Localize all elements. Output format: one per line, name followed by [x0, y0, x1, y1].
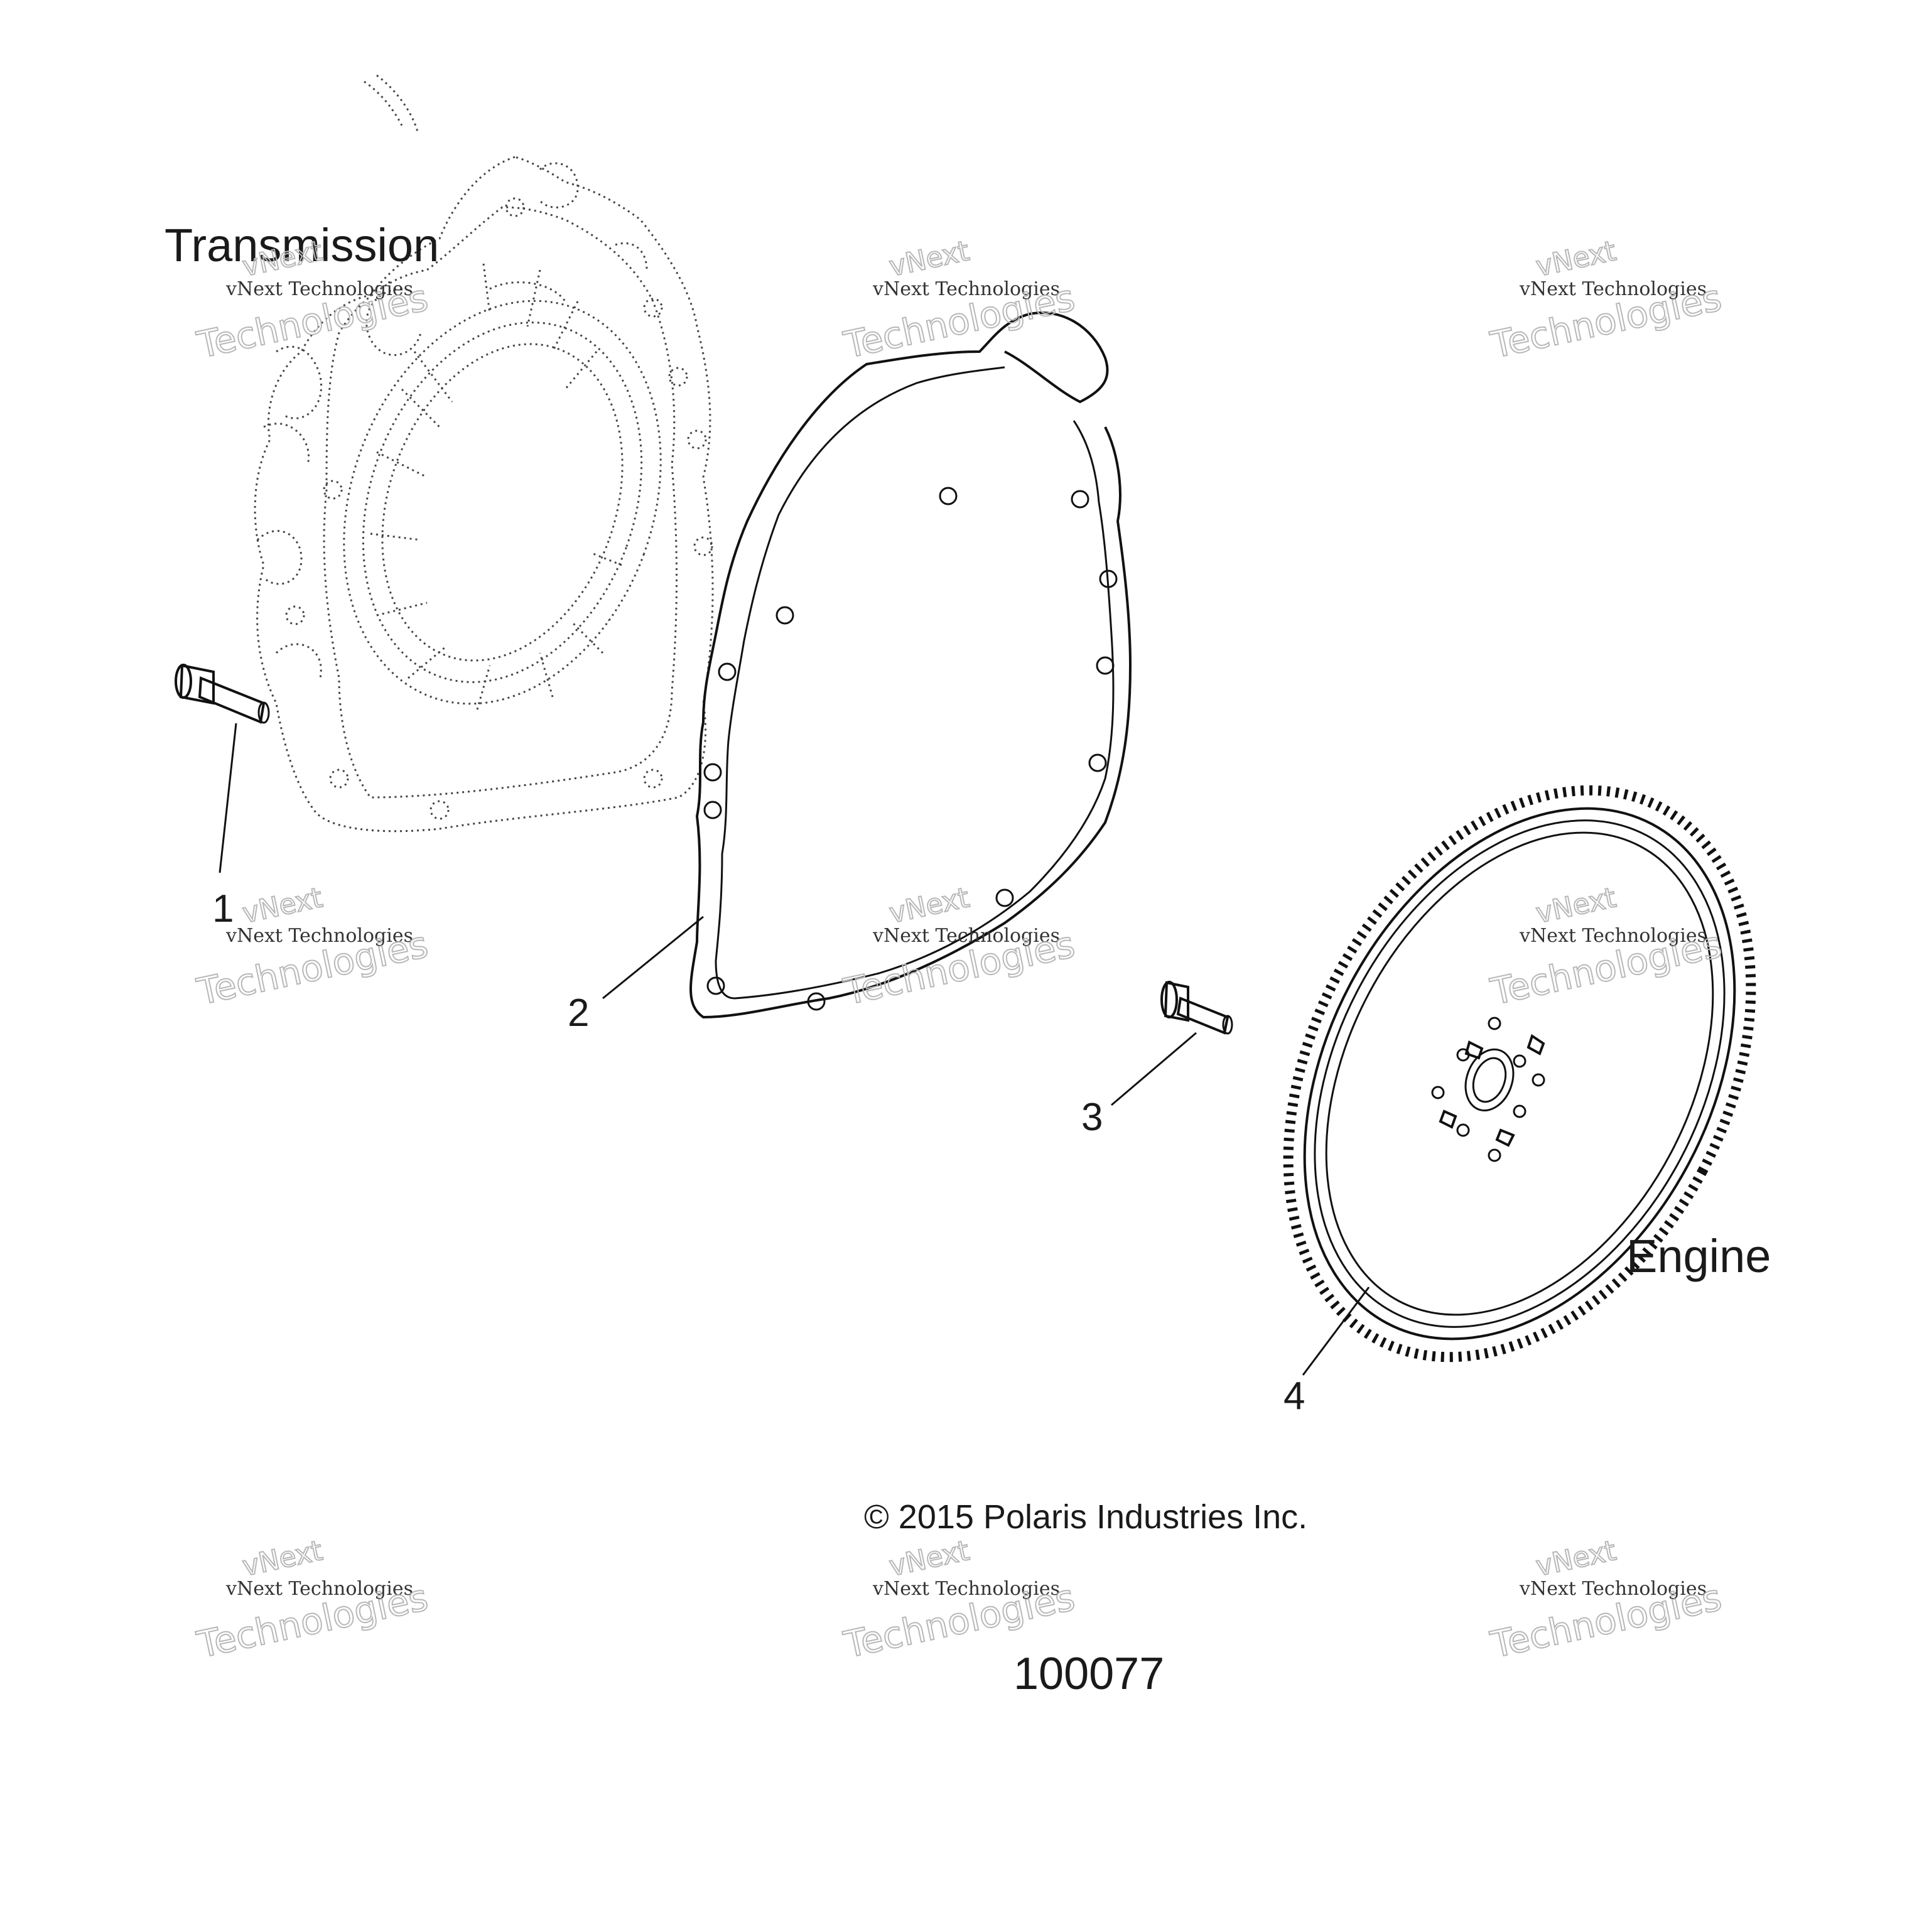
svg-text:vNext Technologies: vNext Technologies	[872, 1578, 1060, 1600]
leader-lines	[219, 723, 1370, 1376]
svg-text:vNext: vNext	[887, 235, 972, 283]
callout-3: 3	[1081, 1096, 1103, 1139]
svg-text:vNext Technologies: vNext Technologies	[1519, 278, 1707, 300]
transmission-label: Transmission	[165, 219, 439, 271]
bolt-icon	[175, 664, 270, 724]
svg-text:vNext Technologies: vNext Technologies	[1519, 925, 1707, 947]
callout-2: 2	[568, 991, 589, 1035]
gasket-icon	[689, 311, 1132, 1019]
svg-text:vNext Technologies: vNext Technologies	[225, 925, 413, 947]
watermark: vNext vNext Technologies Technologies	[840, 881, 1079, 1014]
bolt-icon	[1160, 981, 1233, 1035]
watermark: vNext vNext Technologies Technologies	[840, 1534, 1079, 1667]
figure-number: 100077	[1013, 1649, 1164, 1699]
svg-text:vNext Technologies: vNext Technologies	[872, 925, 1060, 947]
svg-text:vNext: vNext	[887, 1535, 972, 1583]
engine-label: Engine	[1626, 1230, 1771, 1282]
svg-text:vNext Technologies: vNext Technologies	[1519, 1578, 1707, 1600]
svg-text:vNext Technologies: vNext Technologies	[225, 1578, 413, 1600]
svg-text:vNext: vNext	[1533, 235, 1619, 283]
svg-text:vNext: vNext	[1533, 882, 1619, 930]
svg-text:vNext: vNext	[1533, 1535, 1619, 1583]
watermark: vNext vNext Technologies Technologies	[1486, 234, 1726, 367]
watermark: vNext vNext Technologies Technologies	[193, 1534, 433, 1667]
svg-text:vNext: vNext	[240, 1535, 325, 1583]
transmission-housing	[254, 74, 714, 833]
watermark: vNext vNext Technologies Technologies	[1486, 881, 1726, 1014]
copyright-text: © 2015 Polaris Industries Inc.	[864, 1498, 1307, 1536]
svg-text:vNext Technologies: vNext Technologies	[225, 278, 413, 300]
svg-text:vNext Technologies: vNext Technologies	[872, 278, 1060, 300]
watermark: vNext vNext Technologies Technologies	[840, 234, 1079, 367]
callout-4: 4	[1283, 1374, 1305, 1418]
svg-text:vNext: vNext	[887, 882, 972, 930]
callout-1: 1	[212, 887, 234, 931]
watermark: vNext vNext Technologies Technologies	[1486, 1534, 1726, 1667]
flywheel-icon	[1283, 785, 1756, 1363]
svg-text:vNext: vNext	[240, 882, 325, 930]
